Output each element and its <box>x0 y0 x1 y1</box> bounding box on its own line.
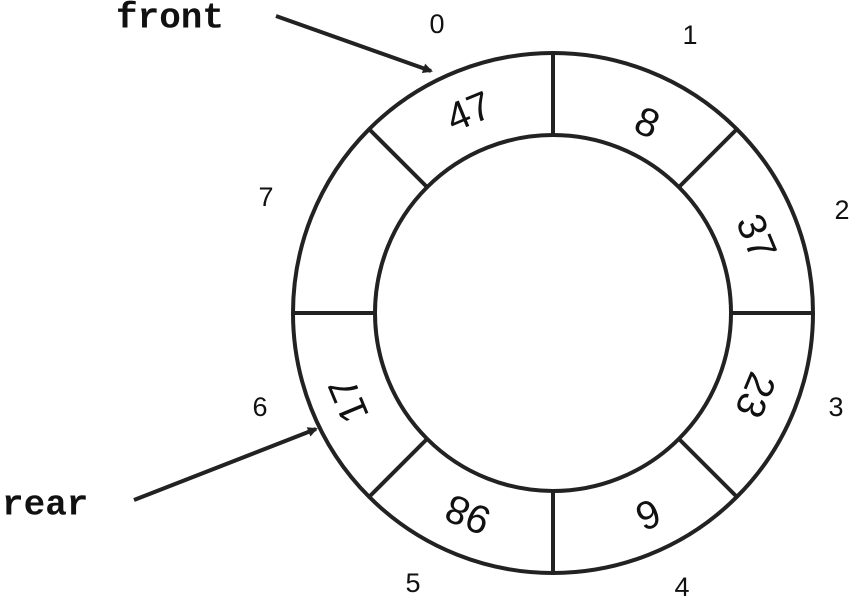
divider-7-0 <box>367 127 429 189</box>
cell-1-index: 1 <box>682 20 697 50</box>
cell-2-index: 2 <box>834 195 849 225</box>
front-pointer-arrow <box>275 14 433 74</box>
cell-4-value: 6 <box>629 489 666 538</box>
divider-5-6 <box>367 437 429 499</box>
rear-pointer-label: rear <box>2 485 88 526</box>
cell-6-index: 6 <box>252 392 267 422</box>
divider-3-4 <box>677 437 739 499</box>
cell-3-index: 3 <box>828 392 843 422</box>
cell-5-value: 98 <box>439 485 497 543</box>
cell-3-value: 23 <box>726 366 784 424</box>
divider-1-2 <box>677 127 739 189</box>
cell-6-value: 17 <box>320 371 378 429</box>
cell-2-value: 37 <box>727 208 785 266</box>
cell-0-index: 0 <box>429 9 444 39</box>
front-pointer-label: front <box>116 0 224 39</box>
cell-4-index: 4 <box>674 572 689 598</box>
cell-7-index: 7 <box>258 182 273 212</box>
cell-5-index: 5 <box>405 568 420 598</box>
inner-ring <box>373 133 733 493</box>
rear-pointer-arrow <box>133 427 318 502</box>
cell-1-value: 8 <box>628 98 665 147</box>
cell-0-value: 47 <box>440 83 498 141</box>
